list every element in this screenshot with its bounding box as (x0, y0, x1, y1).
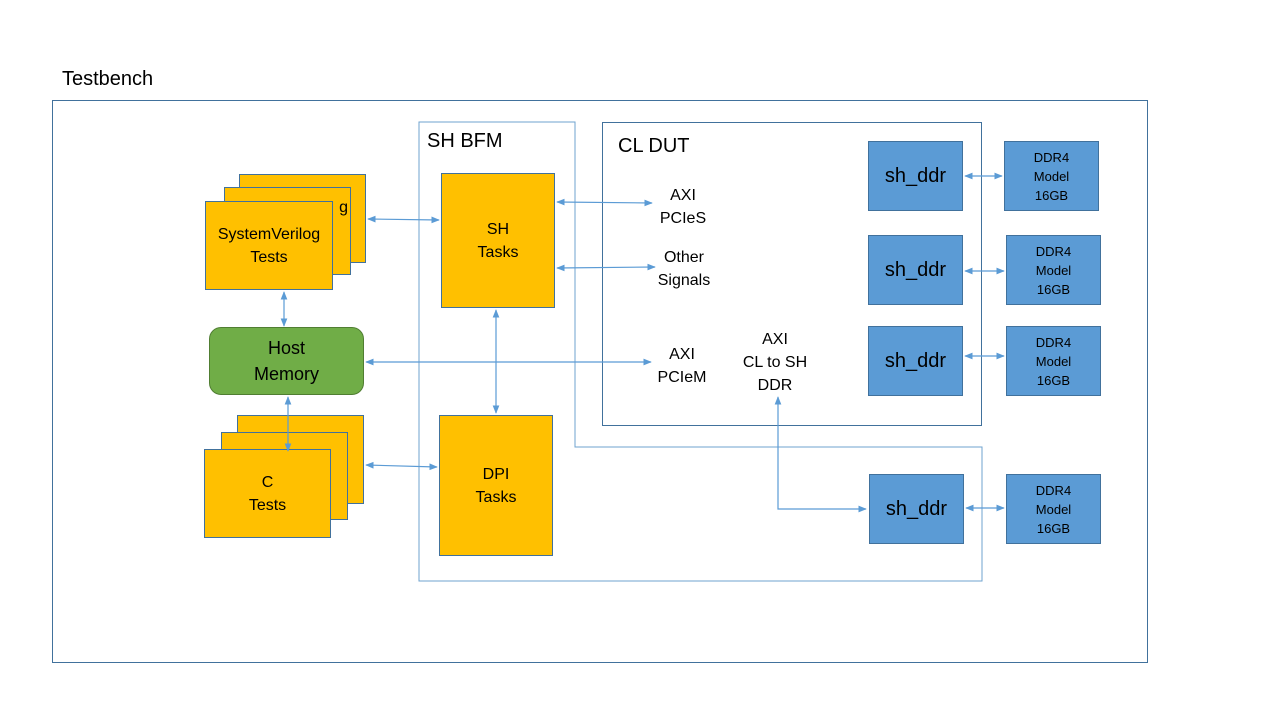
testbench-frame (52, 100, 1148, 663)
sh-ddr-block-2: sh_ddr (868, 235, 963, 305)
arrow-c-tests-to-dpi (365, 461, 438, 471)
sh-tasks-box: SH Tasks (441, 173, 555, 308)
sh-bfm-title: SH BFM (427, 130, 503, 152)
ddr4-model-3: DDR4 Model 16GB (1006, 326, 1101, 396)
axi-cl-to-sh-ddr-label: AXI CL to SH DDR (742, 331, 808, 394)
host-memory-box: Host Memory (209, 327, 364, 395)
sh-ddr-block-4: sh_ddr (869, 474, 964, 544)
other-signals-label: Other Signals (657, 249, 711, 289)
ddr4-model-2: DDR4 Model 16GB (1006, 235, 1101, 305)
arrow-sv-to-sh-tasks (367, 215, 440, 224)
dpi-tasks-box: DPI Tasks (439, 415, 553, 556)
c-tests-box: C Tests (204, 449, 331, 538)
ddr4-model-4: DDR4 Model 16GB (1006, 474, 1101, 544)
arrow-cl-to-sh-ddr (774, 396, 867, 513)
sv-tests-back-label: g (339, 199, 348, 216)
sh-ddr-block-3: sh_ddr (868, 326, 963, 396)
sh-ddr-block-1: sh_ddr (868, 141, 963, 211)
sh-bfm-frame (418, 121, 983, 582)
sv-tests-box: SystemVerilog Tests (205, 201, 333, 290)
cl-dut-title: CL DUT (618, 135, 690, 157)
ddr4-model-1: DDR4 Model 16GB (1004, 141, 1099, 211)
axi-pcies-label: AXI PCIeS (659, 187, 707, 227)
arrow-sh-tasks-to-pcies (556, 198, 653, 207)
arrow-sh-tasks-to-other-signals (556, 263, 656, 272)
testbench-title: Testbench (62, 68, 154, 90)
axi-pciem-label: AXI PCIeM (657, 346, 707, 386)
